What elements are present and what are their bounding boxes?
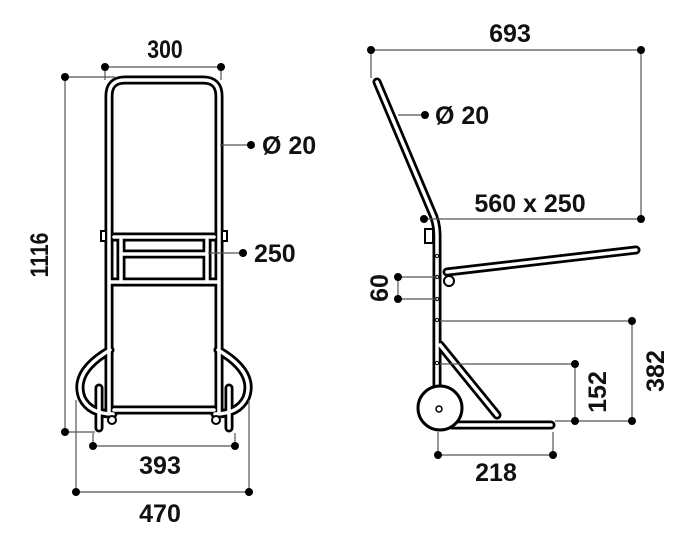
tube-core bbox=[445, 248, 638, 274]
front-height-label: 1116 bbox=[25, 232, 53, 277]
side-step-spacing-label: 60 bbox=[366, 274, 394, 302]
front-wheel-track-label: 393 bbox=[139, 452, 181, 480]
side-platform-size-label: 560 x 250 bbox=[474, 190, 585, 218]
front-width-label: 300 bbox=[147, 35, 182, 63]
dimension-lines bbox=[61, 46, 645, 496]
tube-outline bbox=[116, 235, 212, 287]
side-min-height-label: 152 bbox=[584, 371, 612, 413]
front-shelf-depth-label: 250 bbox=[254, 240, 296, 268]
tube-core bbox=[119, 238, 209, 284]
tube-core bbox=[107, 78, 221, 414]
tube-core bbox=[97, 386, 231, 430]
tube-core bbox=[438, 343, 499, 417]
front-view-trolley bbox=[75, 75, 253, 433]
tube-core bbox=[375, 80, 439, 404]
front-base-width-label: 470 bbox=[139, 500, 181, 528]
front-tube-diameter-label: Ø 20 bbox=[262, 132, 316, 160]
side-depth-label: 693 bbox=[489, 20, 531, 48]
side-view-trolley bbox=[372, 77, 641, 432]
side-max-height-label: 382 bbox=[642, 350, 670, 392]
side-base-length-label: 218 bbox=[475, 459, 517, 487]
side-tube-diameter-label: Ø 20 bbox=[435, 102, 489, 130]
